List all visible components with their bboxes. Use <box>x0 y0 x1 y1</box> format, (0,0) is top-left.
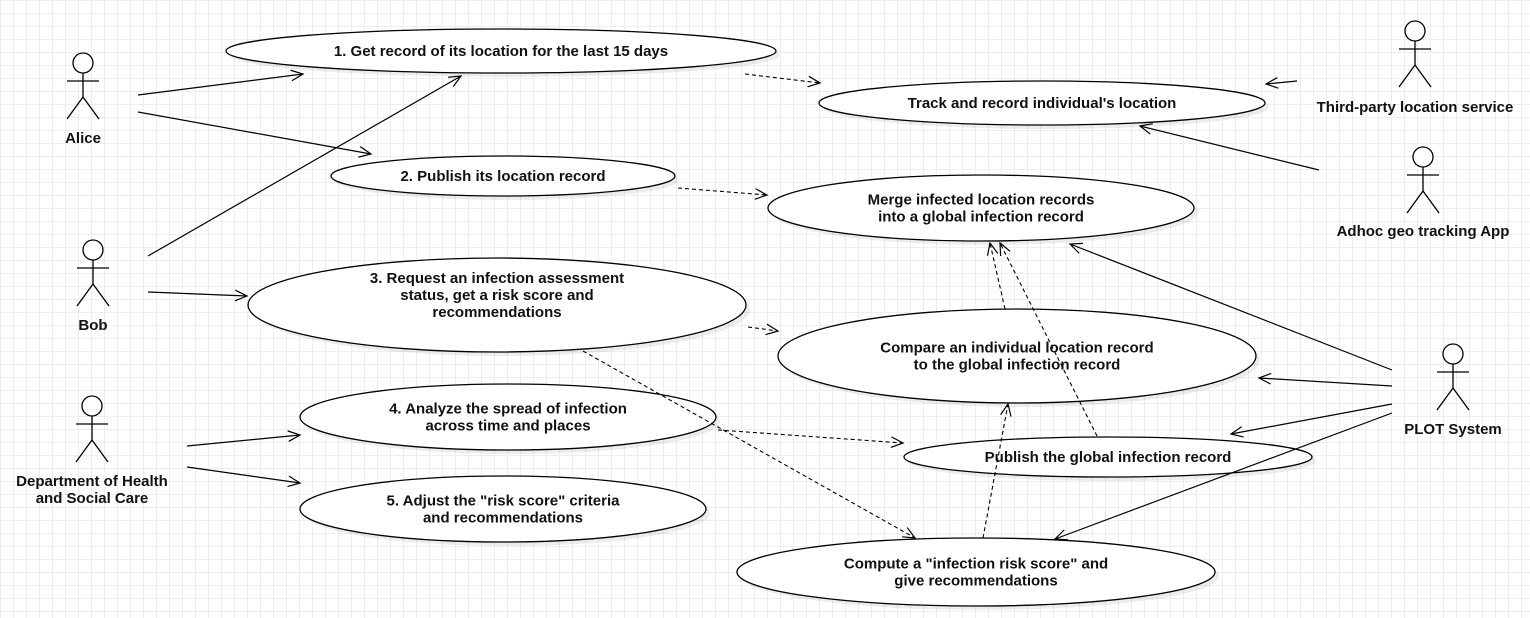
dependency-uc3-compare <box>747 323 780 336</box>
association-alice-uc1 <box>137 69 305 96</box>
use-case-ellipse <box>299 475 707 543</box>
use-case-label: across time and places <box>425 418 590 435</box>
actor-dhsc[interactable] <box>75 395 109 463</box>
use-case-label: give recommendations <box>894 573 1057 590</box>
actor-head <box>1412 146 1434 168</box>
actor-head <box>72 52 94 74</box>
actor-head <box>82 239 104 261</box>
use-case-ellipse <box>818 80 1266 126</box>
use-case-ellipse <box>736 537 1216 607</box>
use-case-label: 3. Request an infection assessment <box>370 270 624 287</box>
dependency-compare-merge <box>986 241 1006 310</box>
dependency-publish-merge <box>999 241 1098 437</box>
use-case-ellipse <box>225 28 777 74</box>
use-case-uc5[interactable] <box>299 475 710 546</box>
use-case-uc3[interactable] <box>247 257 750 356</box>
actor-adhoc[interactable] <box>1406 146 1440 214</box>
actor-head <box>1442 343 1464 365</box>
use-case-ellipse <box>777 308 1257 404</box>
association-plot-merge <box>1068 242 1393 371</box>
actor-third-party[interactable] <box>1398 20 1432 88</box>
association-third-party-track <box>1264 77 1298 89</box>
dependency-uc4-publish <box>717 429 905 449</box>
association-bob-uc1 <box>147 75 463 257</box>
use-case-label: recommendations <box>432 304 561 321</box>
use-case-label: 2. Publish its location record <box>400 168 605 185</box>
association-adhoc-track <box>1138 123 1320 171</box>
actor-head <box>81 395 103 417</box>
use-case-label: 1. Get record of its location for the la… <box>334 43 668 60</box>
use-case-ellipse <box>903 436 1313 478</box>
association-plot-compute <box>1053 412 1393 541</box>
actor-label: and Social Care <box>36 490 149 507</box>
use-case-label: Compare an individual location record <box>880 340 1153 357</box>
association-bob-uc3 <box>147 289 249 302</box>
use-case-label: Track and record individual's location <box>908 95 1177 112</box>
actor-alice[interactable] <box>66 52 100 120</box>
actor-label: Department of Health <box>16 473 168 490</box>
use-case-ellipse <box>330 155 676 197</box>
actor-label: Third-party location service <box>1317 99 1514 116</box>
use-case-label: Publish the global infection record <box>985 449 1232 466</box>
use-case-ellipse <box>767 174 1195 242</box>
actor-plot[interactable] <box>1436 343 1470 411</box>
use-case-label: to the global infection record <box>914 357 1121 374</box>
use-case-label: and recommendations <box>423 510 583 527</box>
use-case-track[interactable] <box>818 80 1269 129</box>
dependency-compute-compare <box>982 402 1012 539</box>
use-case-compare[interactable] <box>777 308 1260 407</box>
actor-label: PLOT System <box>1404 421 1502 438</box>
use-case-label: status, get a risk score and <box>400 287 593 304</box>
dependency-uc2-merge <box>677 187 769 200</box>
actor-head <box>1404 20 1426 42</box>
dependency-uc3-compute <box>582 350 917 539</box>
use-case-label: 5. Adjust the "risk score" criteria <box>387 493 621 510</box>
actor-label: Alice <box>65 130 101 147</box>
association-alice-uc2 <box>137 111 373 158</box>
use-case-merge[interactable] <box>767 174 1198 245</box>
association-dhsc-uc4 <box>186 430 302 447</box>
association-plot-compare <box>1257 372 1393 387</box>
actor-label: Bob <box>78 317 107 334</box>
use-case-publish-global[interactable] <box>903 436 1316 481</box>
dependency-uc1-track <box>744 73 822 88</box>
use-case-ellipse <box>247 257 747 353</box>
actor-bob[interactable] <box>76 239 110 307</box>
association-plot-publish <box>1229 403 1393 438</box>
association-dhsc-uc5 <box>186 466 302 488</box>
use-case-label: Compute a "infection risk score" and <box>844 556 1108 573</box>
use-case-uc1[interactable] <box>225 28 780 77</box>
use-case-compute[interactable] <box>736 537 1219 610</box>
actor-label: Adhoc geo tracking App <box>1337 223 1510 240</box>
use-case-label: 4. Analyze the spread of infection <box>389 401 627 418</box>
use-case-ellipse <box>299 383 717 451</box>
use-case-uc2[interactable] <box>330 155 679 200</box>
use-case-label: into a global infection record <box>878 209 1084 226</box>
use-case-uc4[interactable] <box>299 383 720 454</box>
use-case-label: Merge infected location records <box>868 192 1095 209</box>
